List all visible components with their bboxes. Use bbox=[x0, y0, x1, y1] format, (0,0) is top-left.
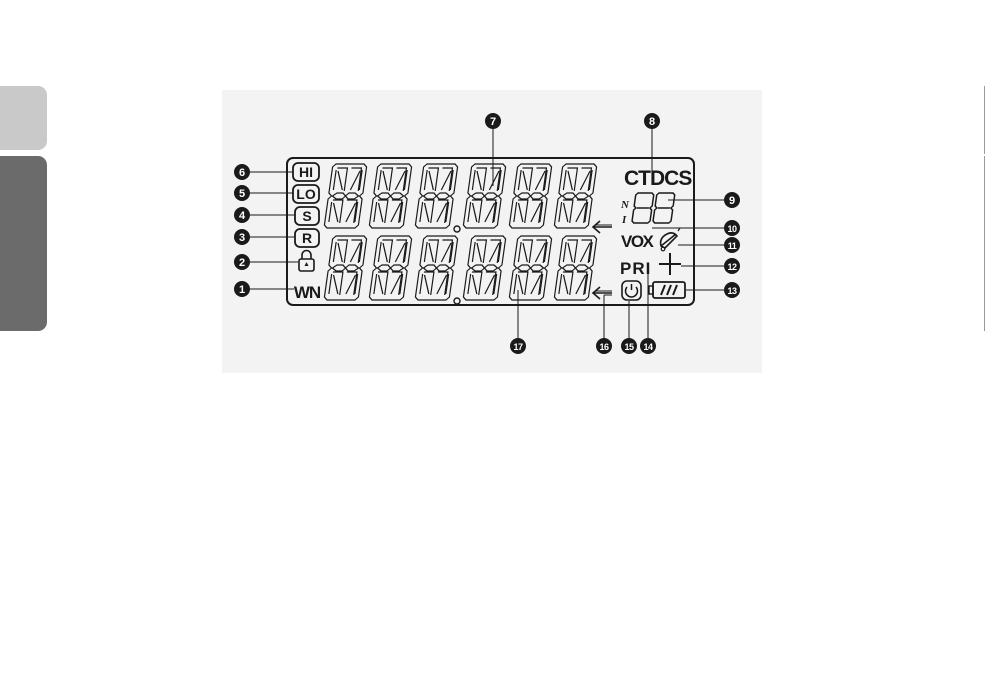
n-indicator: N bbox=[620, 199, 630, 211]
segment-digit bbox=[324, 164, 367, 228]
callout-badge-10: 10 bbox=[724, 220, 740, 236]
svg-text:12: 12 bbox=[727, 262, 737, 272]
svg-text:3: 3 bbox=[239, 232, 245, 244]
callout-badge-17: 17 bbox=[510, 338, 526, 354]
callout-badge-8: 8 bbox=[644, 113, 660, 129]
svg-text:LO: LO bbox=[296, 186, 316, 202]
callout-badge-13: 13 bbox=[724, 282, 740, 298]
segment-digit bbox=[463, 164, 506, 228]
segment-digit bbox=[554, 164, 597, 228]
svg-text:10: 10 bbox=[727, 224, 737, 234]
callout-badge-16: 16 bbox=[596, 338, 612, 354]
svg-text:HI: HI bbox=[299, 164, 313, 180]
svg-text:5: 5 bbox=[239, 188, 245, 200]
i-indicator: I bbox=[621, 214, 627, 226]
arrow-left-icon bbox=[593, 287, 612, 299]
power-icon bbox=[622, 281, 641, 300]
lo-indicator: LO bbox=[293, 185, 319, 203]
callout-badge-1: 1 bbox=[234, 281, 250, 297]
wn-indicator: WN bbox=[294, 283, 321, 302]
callout-leaders bbox=[250, 128, 724, 339]
segment-digit bbox=[369, 164, 412, 228]
callout-badge-4: 4 bbox=[234, 207, 250, 223]
svg-text:6: 6 bbox=[239, 167, 245, 179]
svg-text:1: 1 bbox=[239, 284, 245, 296]
svg-text:13: 13 bbox=[727, 286, 737, 296]
svg-text:15: 15 bbox=[624, 342, 634, 352]
small-segment-digit bbox=[632, 193, 654, 223]
svg-text:7: 7 bbox=[490, 116, 496, 128]
battery-icon bbox=[649, 282, 685, 298]
segment-digit bbox=[509, 164, 552, 228]
callout-badge-9: 9 bbox=[724, 192, 740, 208]
plus-icon bbox=[659, 253, 681, 275]
svg-text:4: 4 bbox=[239, 210, 246, 222]
callout-badge-5: 5 bbox=[234, 185, 250, 201]
segment-digit bbox=[324, 236, 367, 300]
ctdcs-indicator: CTDCS bbox=[624, 167, 692, 190]
svg-text:17: 17 bbox=[513, 342, 523, 352]
s-indicator: S bbox=[295, 207, 319, 225]
vox-indicator: VOX bbox=[621, 232, 655, 251]
svg-text:S: S bbox=[302, 208, 311, 224]
pri-indicator: PRI bbox=[620, 259, 651, 278]
small-segment-digit bbox=[653, 193, 675, 223]
lock-icon bbox=[299, 251, 314, 272]
svg-text:11: 11 bbox=[728, 241, 737, 251]
callout-badge-15: 15 bbox=[621, 338, 637, 354]
svg-text:16: 16 bbox=[599, 342, 609, 352]
callout-badge-11: 11 bbox=[724, 237, 740, 253]
arrow-left-icon bbox=[593, 221, 612, 233]
callout-badge-3: 3 bbox=[234, 229, 250, 245]
segment-digit bbox=[509, 236, 552, 300]
callout-badge-12: 12 bbox=[724, 258, 740, 274]
svg-text:14: 14 bbox=[643, 342, 653, 352]
decimal-point-bottom bbox=[454, 298, 460, 304]
callout-badge-2: 2 bbox=[234, 254, 250, 270]
segment-digit bbox=[463, 236, 506, 300]
segment-digit bbox=[369, 236, 412, 300]
svg-text:R: R bbox=[302, 230, 312, 246]
callout-badge-6: 6 bbox=[234, 164, 250, 180]
bell-icon bbox=[661, 228, 680, 251]
svg-text:9: 9 bbox=[729, 195, 735, 207]
segment-digit bbox=[415, 236, 458, 300]
svg-text:2: 2 bbox=[239, 257, 245, 269]
segment-digit bbox=[554, 236, 597, 300]
segment-digit bbox=[415, 164, 458, 228]
hi-indicator: HI bbox=[293, 163, 319, 181]
decimal-point-top bbox=[454, 226, 460, 232]
callout-badge-7: 7 bbox=[485, 113, 501, 129]
callout-badge-14: 14 bbox=[640, 338, 656, 354]
svg-text:8: 8 bbox=[649, 116, 655, 128]
r-indicator: R bbox=[295, 229, 319, 247]
